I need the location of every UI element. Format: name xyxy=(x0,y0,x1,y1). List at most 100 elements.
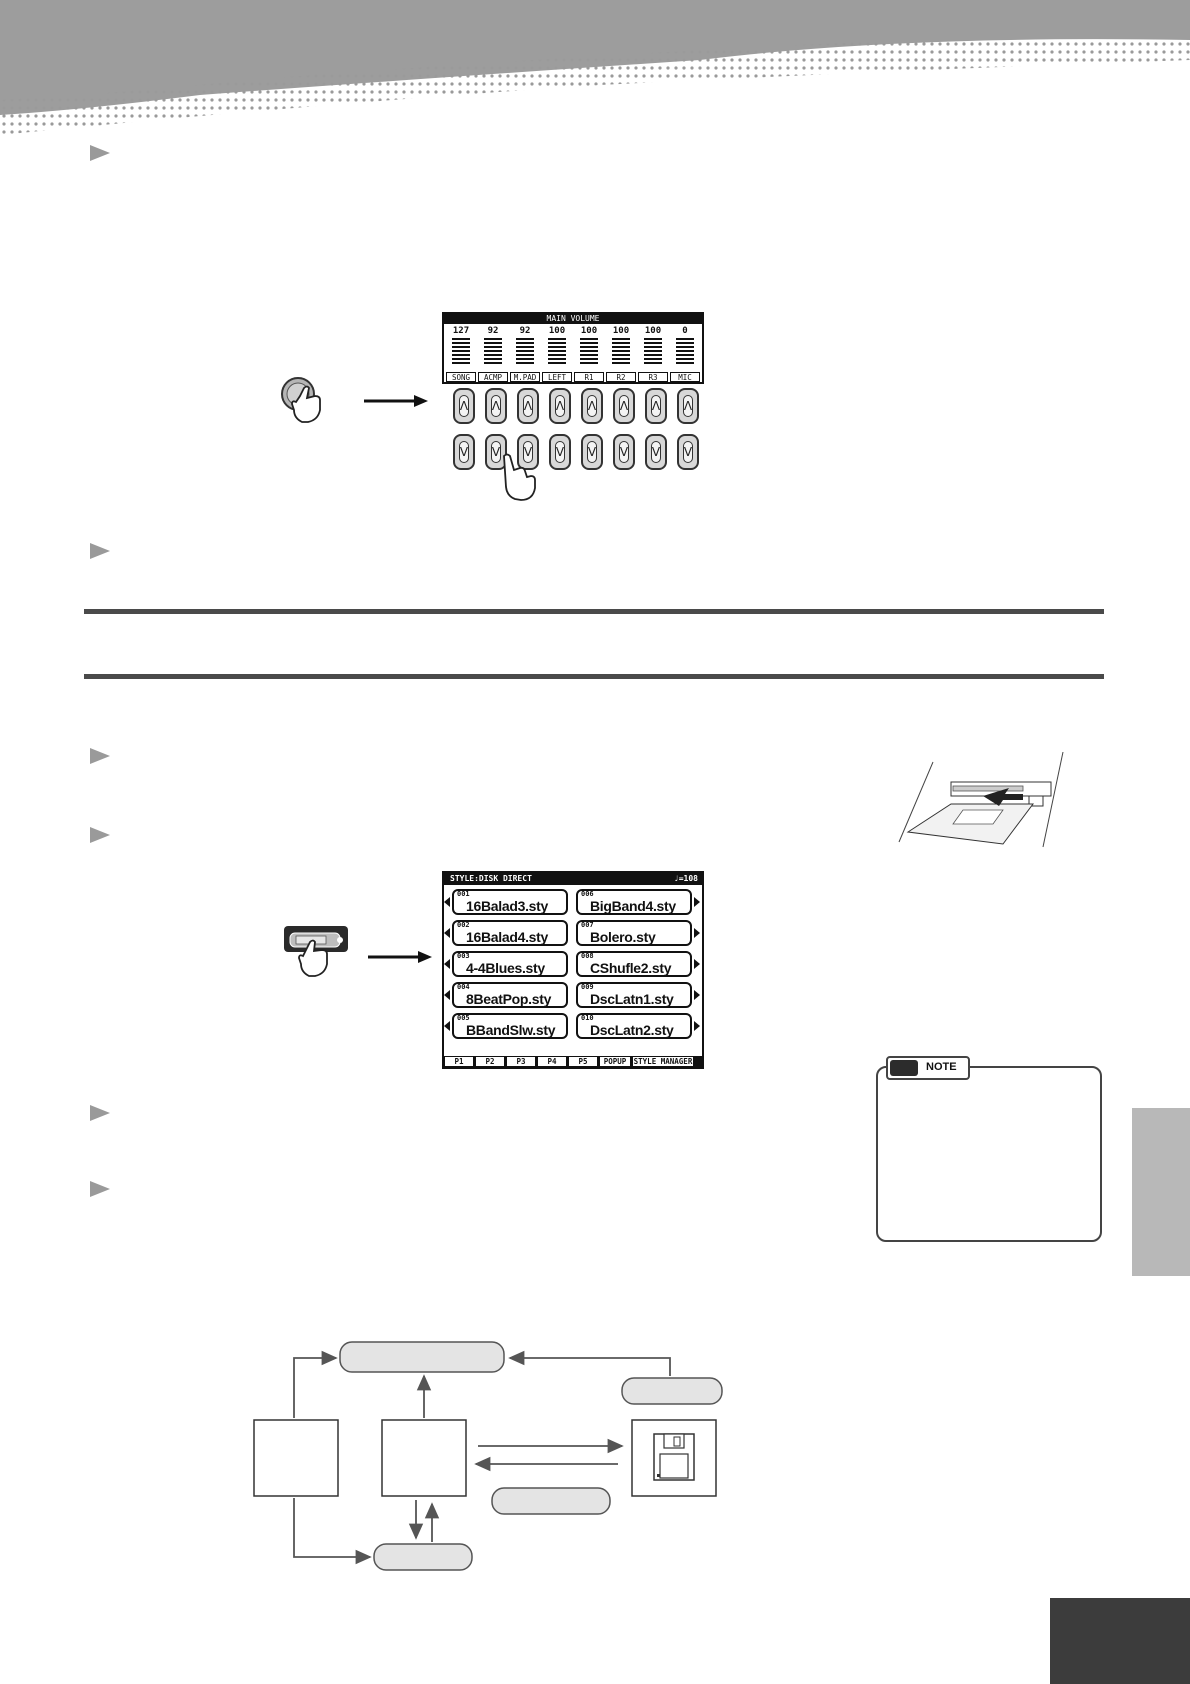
select-right-arrow xyxy=(694,990,700,1000)
channel-label: R1 xyxy=(574,372,604,382)
volume-channel: 100 xyxy=(606,326,636,366)
volume-meter xyxy=(644,338,662,366)
down-glyph: V xyxy=(491,445,501,459)
step-arrow xyxy=(90,748,110,764)
file-name: DscLatn1.sty xyxy=(590,991,674,1007)
lcd-title: STYLE:DISK DIRECT ♩=108 xyxy=(444,873,702,885)
disk-button-press xyxy=(284,926,348,977)
keyboard-icon xyxy=(890,1060,918,1076)
page-tab[interactable]: P3 xyxy=(507,1057,535,1066)
down-glyph: V xyxy=(555,445,565,459)
volume-meter xyxy=(676,338,694,366)
volume-down-button[interactable]: V xyxy=(613,434,635,470)
volume-up-button[interactable]: Λ xyxy=(677,388,699,424)
page-tab[interactable]: POPUP xyxy=(600,1057,630,1066)
arrow-right-icon xyxy=(364,395,428,407)
volume-level: 100 xyxy=(644,326,662,336)
file-name: 16Balad3.sty xyxy=(466,898,549,914)
volume-down-button[interactable]: V xyxy=(645,434,667,470)
select-right-arrow xyxy=(694,928,700,938)
file-name: BigBand4.sty xyxy=(590,898,676,914)
volume-level: 0 xyxy=(682,326,688,336)
volume-meter xyxy=(516,338,534,366)
section-rule-bottom xyxy=(84,674,1104,679)
file-name: 16Balad4.sty xyxy=(466,929,549,945)
volume-up-button[interactable]: Λ xyxy=(549,388,571,424)
chapter-side-tab xyxy=(1132,1108,1190,1276)
page-tab[interactable]: STYLE MANAGER xyxy=(633,1057,693,1066)
volume-up-button[interactable]: Λ xyxy=(485,388,507,424)
volume-channel: 0 xyxy=(670,326,700,366)
up-glyph: Λ xyxy=(587,399,597,413)
volume-down-button[interactable]: V xyxy=(517,434,539,470)
note-label: NOTE xyxy=(926,1061,957,1073)
volume-level: 100 xyxy=(612,326,630,336)
channel-label: ACMP xyxy=(478,372,508,382)
lcd-title: MAIN VOLUME xyxy=(444,314,702,324)
page-corner-block xyxy=(1050,1598,1190,1684)
file-number: 009 xyxy=(581,983,594,991)
file-number: 008 xyxy=(581,952,594,960)
volume-down-button[interactable]: V xyxy=(485,434,507,470)
hand-pointer-icon xyxy=(503,453,536,501)
volume-level: 100 xyxy=(548,326,566,336)
volume-up-button[interactable]: Λ xyxy=(613,388,635,424)
select-left-arrow xyxy=(444,959,450,969)
volume-channel: 92 xyxy=(510,326,540,366)
select-left-arrow xyxy=(444,928,450,938)
volume-up-button[interactable]: Λ xyxy=(453,388,475,424)
volume-up-button[interactable]: Λ xyxy=(517,388,539,424)
volume-channel: 100 xyxy=(574,326,604,366)
file-name: 4-4Blues.sty xyxy=(466,960,545,976)
volume-down-button[interactable]: V xyxy=(677,434,699,470)
volume-down-button[interactable]: V xyxy=(453,434,475,470)
select-right-arrow xyxy=(694,959,700,969)
page-tab[interactable]: P5 xyxy=(569,1057,597,1066)
up-glyph: Λ xyxy=(683,399,693,413)
step-arrow xyxy=(90,1105,110,1121)
volume-level: 92 xyxy=(519,326,531,336)
select-left-arrow xyxy=(444,897,450,907)
volume-up-button[interactable]: Λ xyxy=(645,388,667,424)
volume-down-button[interactable]: V xyxy=(549,434,571,470)
page-tab[interactable]: P4 xyxy=(538,1057,566,1066)
note-box xyxy=(876,1066,1102,1242)
volume-up-button[interactable]: Λ xyxy=(581,388,603,424)
volume-level: 100 xyxy=(580,326,598,336)
page-tab[interactable]: P2 xyxy=(476,1057,504,1066)
round-button-press xyxy=(281,377,321,423)
volume-down-button[interactable]: V xyxy=(581,434,603,470)
file-number: 003 xyxy=(457,952,470,960)
page-tab[interactable]: P1 xyxy=(445,1057,473,1066)
flow-diagram xyxy=(253,1341,723,1571)
file-number: 004 xyxy=(457,983,470,991)
volume-channel: 100 xyxy=(542,326,572,366)
up-glyph: Λ xyxy=(651,399,661,413)
step-arrow xyxy=(90,543,110,559)
channel-label: SONG xyxy=(446,372,476,382)
file-name: CShufle2.sty xyxy=(590,960,672,976)
volume-level: 127 xyxy=(452,326,470,336)
channel-label: R3 xyxy=(638,372,668,382)
volume-channel: 100 xyxy=(638,326,668,366)
volume-meter xyxy=(612,338,630,366)
up-glyph: Λ xyxy=(619,399,629,413)
arrow-right-icon xyxy=(368,951,432,963)
volume-level: 92 xyxy=(487,326,499,336)
down-glyph: V xyxy=(683,445,693,459)
volume-channel: 127 xyxy=(446,326,476,366)
note-tag: NOTE xyxy=(886,1056,970,1080)
file-name: BBandSlw.sty xyxy=(466,1022,556,1038)
